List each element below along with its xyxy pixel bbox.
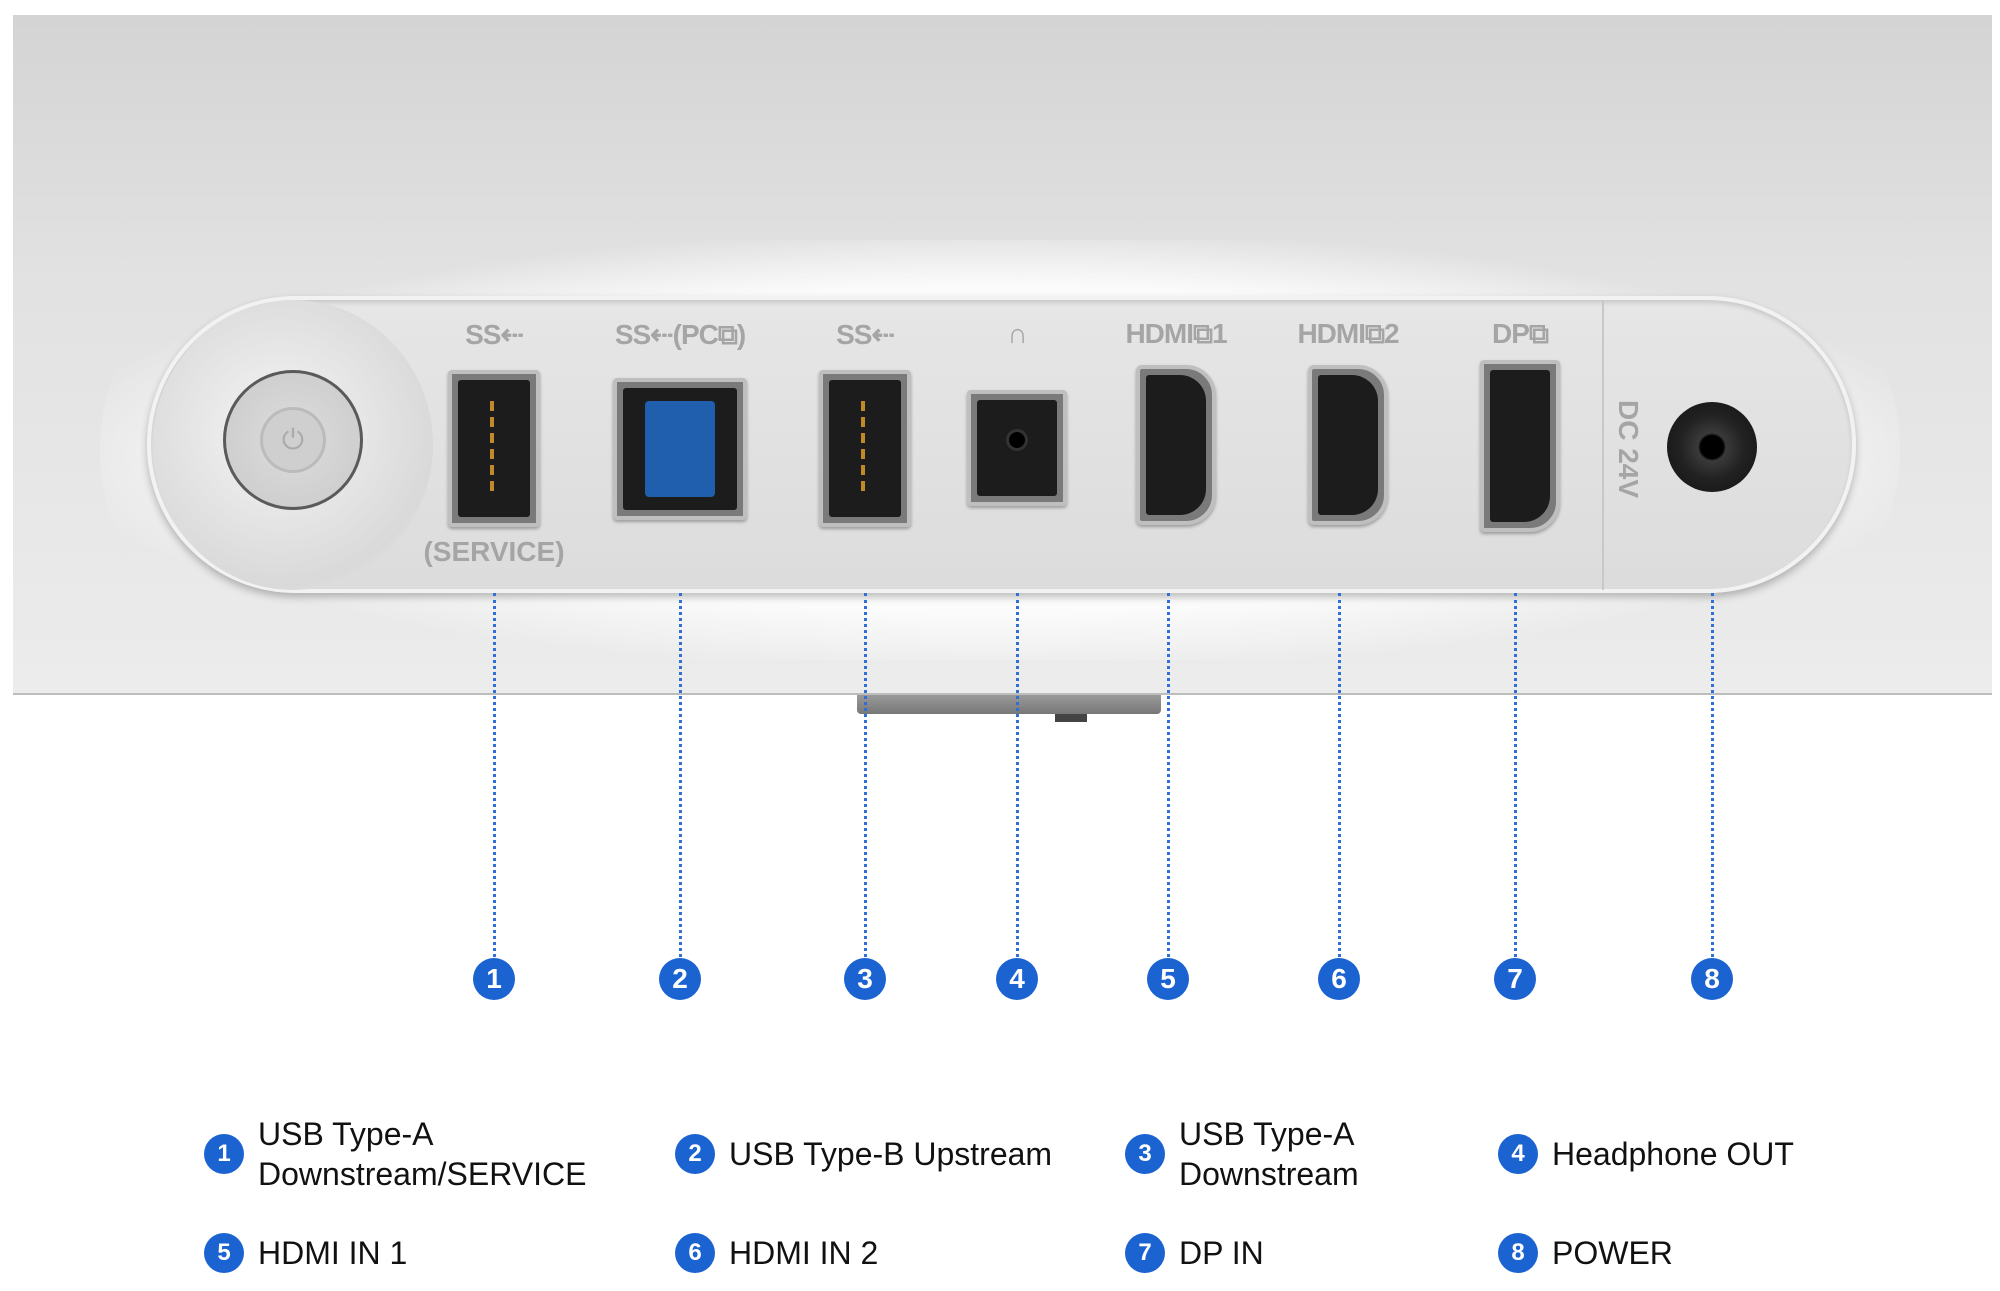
legend-number: 4 <box>1498 1134 1538 1174</box>
legend-item-2: 2 USB Type-B Upstream <box>675 1134 1052 1174</box>
legend-number: 8 <box>1498 1233 1538 1273</box>
port-label-usb-a-1: SS⇠ <box>465 319 524 350</box>
legend-item-7: 7 DP IN <box>1125 1233 1264 1273</box>
port-label-hdmi-1: HDMI⧉1 <box>1125 318 1227 349</box>
port-label-hdmi-2: HDMI⧉2 <box>1297 318 1399 349</box>
legend-label: HDMI IN 1 <box>258 1235 408 1271</box>
legend-label: USB Type-B Upstream <box>729 1136 1053 1172</box>
legend-number: 3 <box>1125 1134 1165 1174</box>
callout-number-7: 7 <box>1494 958 1536 1000</box>
usb-a-port-1[interactable] <box>448 370 540 527</box>
legend-item-1: 1 USB Type-A Downstream/SERVICE <box>204 1114 586 1194</box>
legend-number: 7 <box>1125 1233 1165 1273</box>
legend-number: 5 <box>204 1233 244 1273</box>
usb-a-port-3[interactable] <box>819 370 911 527</box>
leader-line-3 <box>864 593 867 957</box>
leader-line-4 <box>1016 593 1019 957</box>
leader-line-6 <box>1338 593 1341 957</box>
legend-label: DP IN <box>1179 1235 1264 1271</box>
port-label-dp: DP⧉ <box>1492 318 1549 349</box>
port-label-usb-a-3: SS⇠ <box>836 319 895 350</box>
callout-number-8: 8 <box>1691 958 1733 1000</box>
headphone-icon: ∩ <box>1007 318 1027 349</box>
callout-number-4: 4 <box>996 958 1038 1000</box>
legend-number: 1 <box>204 1134 244 1174</box>
panel-divider <box>1602 300 1604 590</box>
service-label: (SERVICE) <box>423 536 565 567</box>
legend-label: Headphone OUT <box>1552 1136 1794 1172</box>
power-icon: ⏻ <box>263 410 323 470</box>
hdmi-port-1[interactable] <box>1136 365 1216 525</box>
legend-item-5: 5 HDMI IN 1 <box>204 1233 407 1273</box>
leader-line-5 <box>1167 593 1170 957</box>
dp-port[interactable] <box>1480 360 1560 532</box>
legend-label: USB Type-A Downstream/SERVICE <box>258 1116 587 1192</box>
hdmi-port-2[interactable] <box>1308 365 1388 525</box>
leader-line-8 <box>1711 593 1714 957</box>
leader-line-2 <box>679 593 682 957</box>
callout-number-1: 1 <box>473 958 515 1000</box>
leader-line-1 <box>493 593 496 957</box>
legend-item-8: 8 POWER <box>1498 1233 1673 1273</box>
dc-label: DC 24V <box>1613 400 1644 499</box>
legend-label: HDMI IN 2 <box>729 1235 879 1271</box>
headphone-jack <box>1006 429 1028 451</box>
callout-number-6: 6 <box>1318 958 1360 1000</box>
legend-item-6: 6 HDMI IN 2 <box>675 1233 878 1273</box>
headphone-port[interactable] <box>967 390 1067 506</box>
legend-number: 6 <box>675 1233 715 1273</box>
dc-power-port[interactable] <box>1667 402 1757 492</box>
port-label-usb-b: SS⇠(PC⧉) <box>614 319 746 350</box>
leader-line-7 <box>1514 593 1517 957</box>
monitor-stand <box>857 695 1161 714</box>
legend-item-3: 3 USB Type-A Downstream <box>1125 1114 1359 1194</box>
legend-item-4: 4 Headphone OUT <box>1498 1134 1794 1174</box>
callout-number-2: 2 <box>659 958 701 1000</box>
stand-tab <box>1055 714 1087 722</box>
legend-number: 2 <box>675 1134 715 1174</box>
legend-label: USB Type-A Downstream <box>1179 1116 1359 1192</box>
legend-label: POWER <box>1552 1235 1673 1271</box>
callout-number-5: 5 <box>1147 958 1189 1000</box>
usb-b-port[interactable] <box>613 378 747 520</box>
callout-number-3: 3 <box>844 958 886 1000</box>
